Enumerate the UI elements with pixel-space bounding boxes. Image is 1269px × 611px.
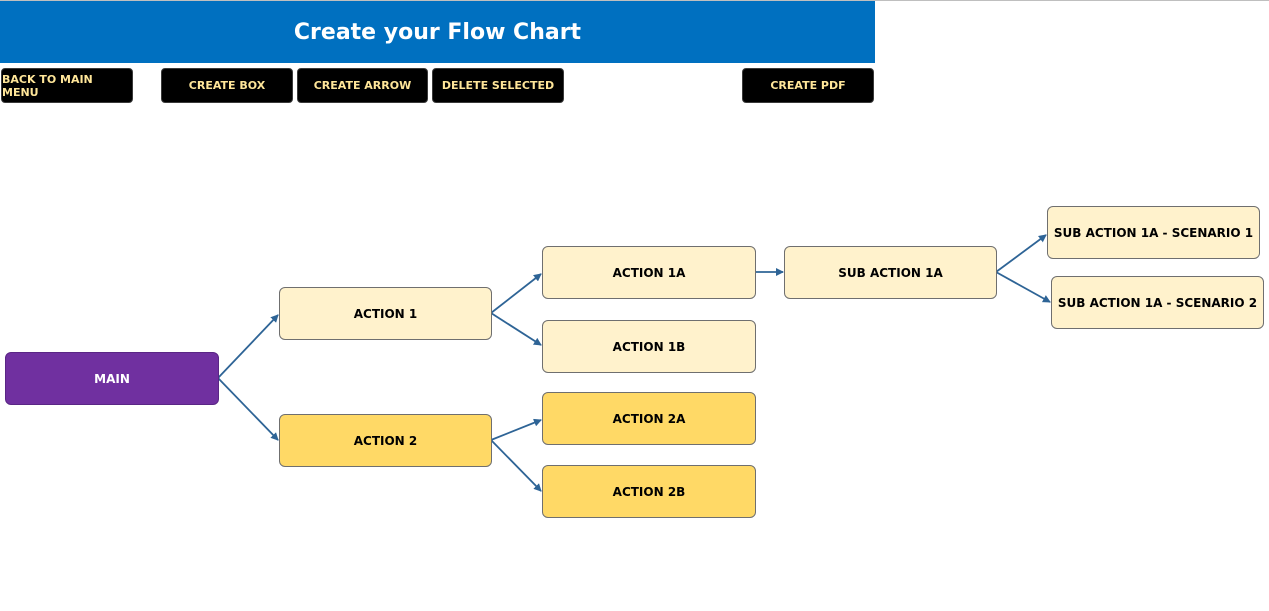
node-sub-action-1a-scenario-2[interactable]: SUB ACTION 1A - SCENARIO 2 (1051, 276, 1264, 329)
page-title: Create your Flow Chart (0, 1, 875, 63)
arrow-main-to-action1[interactable] (217, 314, 279, 379)
arrow-sub1a-to-scenario1[interactable] (995, 234, 1047, 273)
arrow-action1-to-action1a[interactable] (490, 273, 542, 314)
delete-selected-button[interactable]: DELETE SELECTED (432, 68, 564, 103)
arrow-main-to-action2[interactable] (217, 377, 279, 441)
arrow-action2-to-action2b[interactable] (490, 439, 542, 492)
arrow-sub1a-to-scenario2[interactable] (995, 271, 1051, 303)
node-action-2[interactable]: ACTION 2 (279, 414, 492, 467)
node-action-1a[interactable]: ACTION 1A (542, 246, 756, 299)
top-border (0, 0, 1269, 1)
node-sub-action-1a-scenario-1[interactable]: SUB ACTION 1A - SCENARIO 1 (1047, 206, 1260, 259)
node-action-1[interactable]: ACTION 1 (279, 287, 492, 340)
create-pdf-button[interactable]: CREATE PDF (742, 68, 874, 103)
arrow-action1-to-action1b[interactable] (490, 312, 542, 346)
node-main[interactable]: MAIN (5, 352, 219, 405)
create-arrow-button[interactable]: CREATE ARROW (297, 68, 428, 103)
node-action-2b[interactable]: ACTION 2B (542, 465, 756, 518)
node-action-2a[interactable]: ACTION 2A (542, 392, 756, 445)
create-box-button[interactable]: CREATE BOX (161, 68, 293, 103)
node-sub-action-1a[interactable]: SUB ACTION 1A (784, 246, 997, 299)
arrow-action2-to-action2a[interactable] (490, 418, 542, 441)
back-to-main-menu-button[interactable]: BACK TO MAIN MENU (1, 68, 133, 103)
node-action-1b[interactable]: ACTION 1B (542, 320, 756, 373)
